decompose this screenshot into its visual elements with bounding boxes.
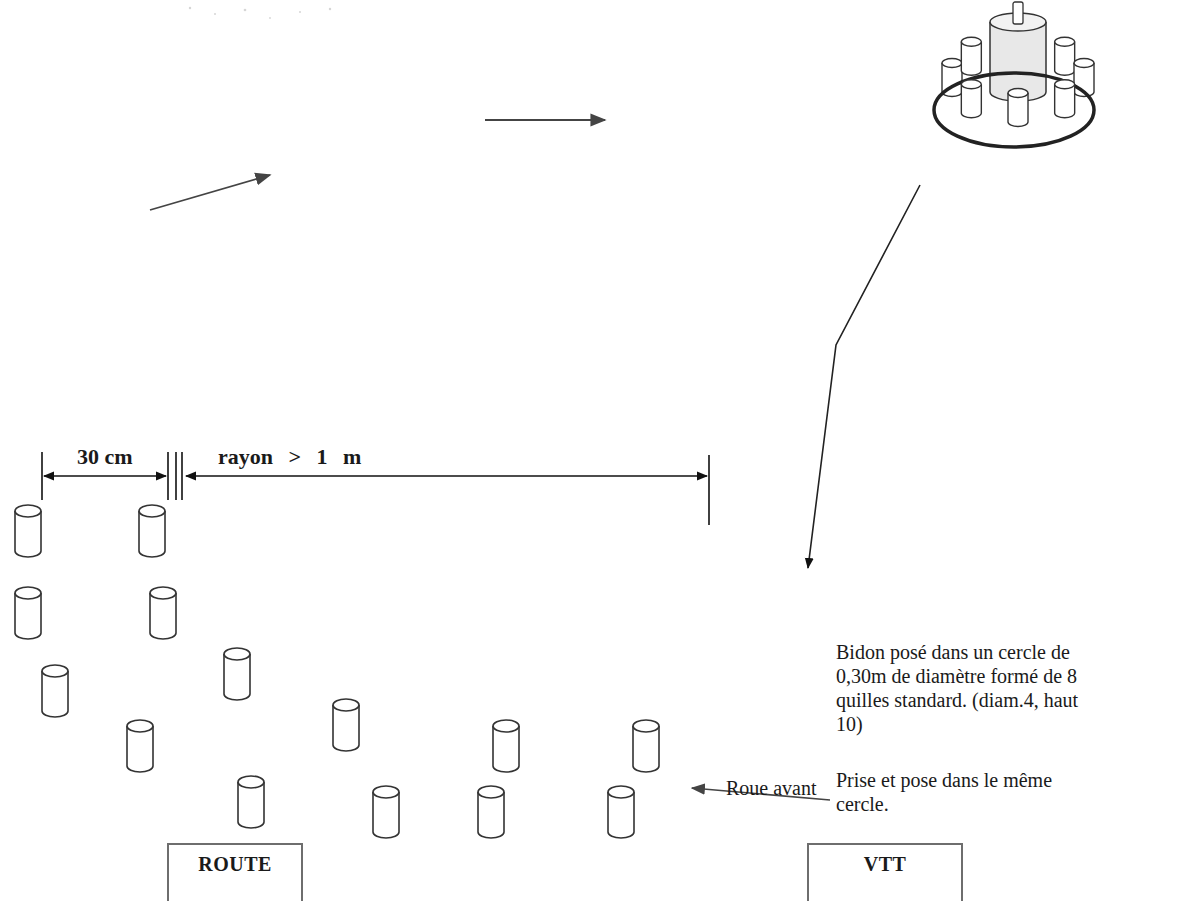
pose-circle [934, 73, 1094, 147]
cone [478, 786, 504, 838]
cone [15, 587, 41, 639]
callout-label: Roue avant [726, 776, 817, 800]
cone [493, 720, 519, 772]
bidon-cap [1013, 2, 1023, 24]
direction-arrow [485, 119, 605, 121]
mode-box: VTT [807, 843, 963, 901]
leader-line [808, 185, 920, 568]
quille [1055, 80, 1075, 118]
cone [373, 786, 399, 838]
box-title: VTT [823, 853, 947, 876]
bidon-circle [934, 2, 1094, 147]
note-text: Prise et pose dans le même cercle. [836, 768, 1086, 816]
box-title: ROUTE [183, 853, 287, 876]
quille [1008, 89, 1028, 127]
cone [633, 720, 659, 772]
cone-course [15, 505, 659, 838]
cone [139, 505, 165, 557]
cone [127, 720, 153, 772]
note-text: Bidon posé dans un cercle de 0,30m de di… [836, 640, 1086, 736]
scan-noise [189, 7, 331, 19]
cone [238, 776, 264, 828]
direction-arrow [150, 175, 270, 210]
quille [961, 37, 981, 75]
cone [608, 786, 634, 838]
cone [224, 648, 250, 700]
cone [42, 665, 68, 717]
cone [150, 587, 176, 639]
cone [333, 699, 359, 751]
dimension-label: rayon > 1 m [218, 444, 361, 470]
cone [15, 505, 41, 557]
dimension-label: 30 cm [77, 444, 133, 470]
quille [961, 80, 981, 118]
mode-box: ROUTE [167, 843, 303, 901]
quille [1055, 37, 1075, 75]
